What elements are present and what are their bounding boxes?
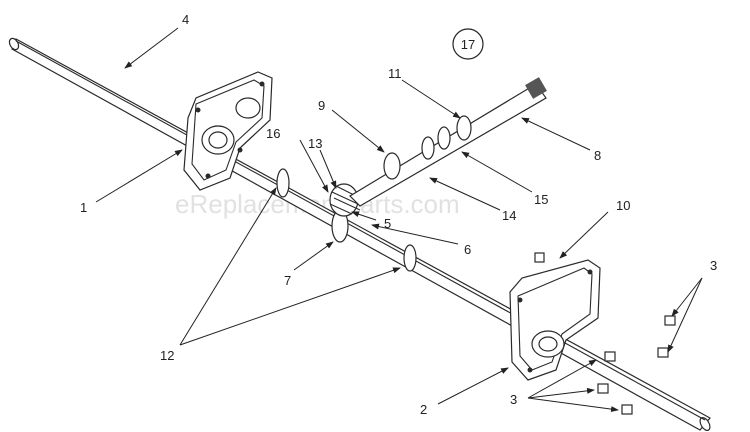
callout-16: 16	[266, 126, 280, 141]
right-housing	[509, 259, 601, 381]
callout-11: 11	[388, 66, 402, 81]
leader-lines	[95, 27, 703, 413]
washer-right	[403, 244, 417, 272]
left-housing	[183, 71, 273, 191]
callout-9: 9	[318, 98, 325, 113]
bolts	[597, 315, 676, 415]
callout-2: 2	[420, 402, 427, 417]
input-shaft	[349, 77, 547, 207]
reference-circle	[452, 28, 484, 60]
reference-number: 17	[461, 37, 475, 52]
callout-13: 13	[308, 136, 322, 151]
callout-4: 4	[182, 12, 189, 27]
callout-1: 1	[80, 200, 87, 215]
callout-5: 5	[384, 216, 391, 231]
washer-left	[276, 168, 290, 198]
main-shaft	[8, 37, 711, 431]
callout-6: 6	[464, 242, 471, 257]
worm-gear	[329, 183, 361, 243]
callout-10: 10	[616, 198, 630, 213]
callout-7: 7	[284, 273, 291, 288]
callout-12: 12	[160, 348, 174, 363]
callout-3-lower: 3	[510, 392, 517, 407]
breather-plug	[534, 252, 545, 263]
callout-14: 14	[502, 208, 516, 223]
callout-8: 8	[594, 148, 601, 163]
callout-15: 15	[534, 192, 548, 207]
callout-3-upper: 3	[710, 258, 717, 273]
